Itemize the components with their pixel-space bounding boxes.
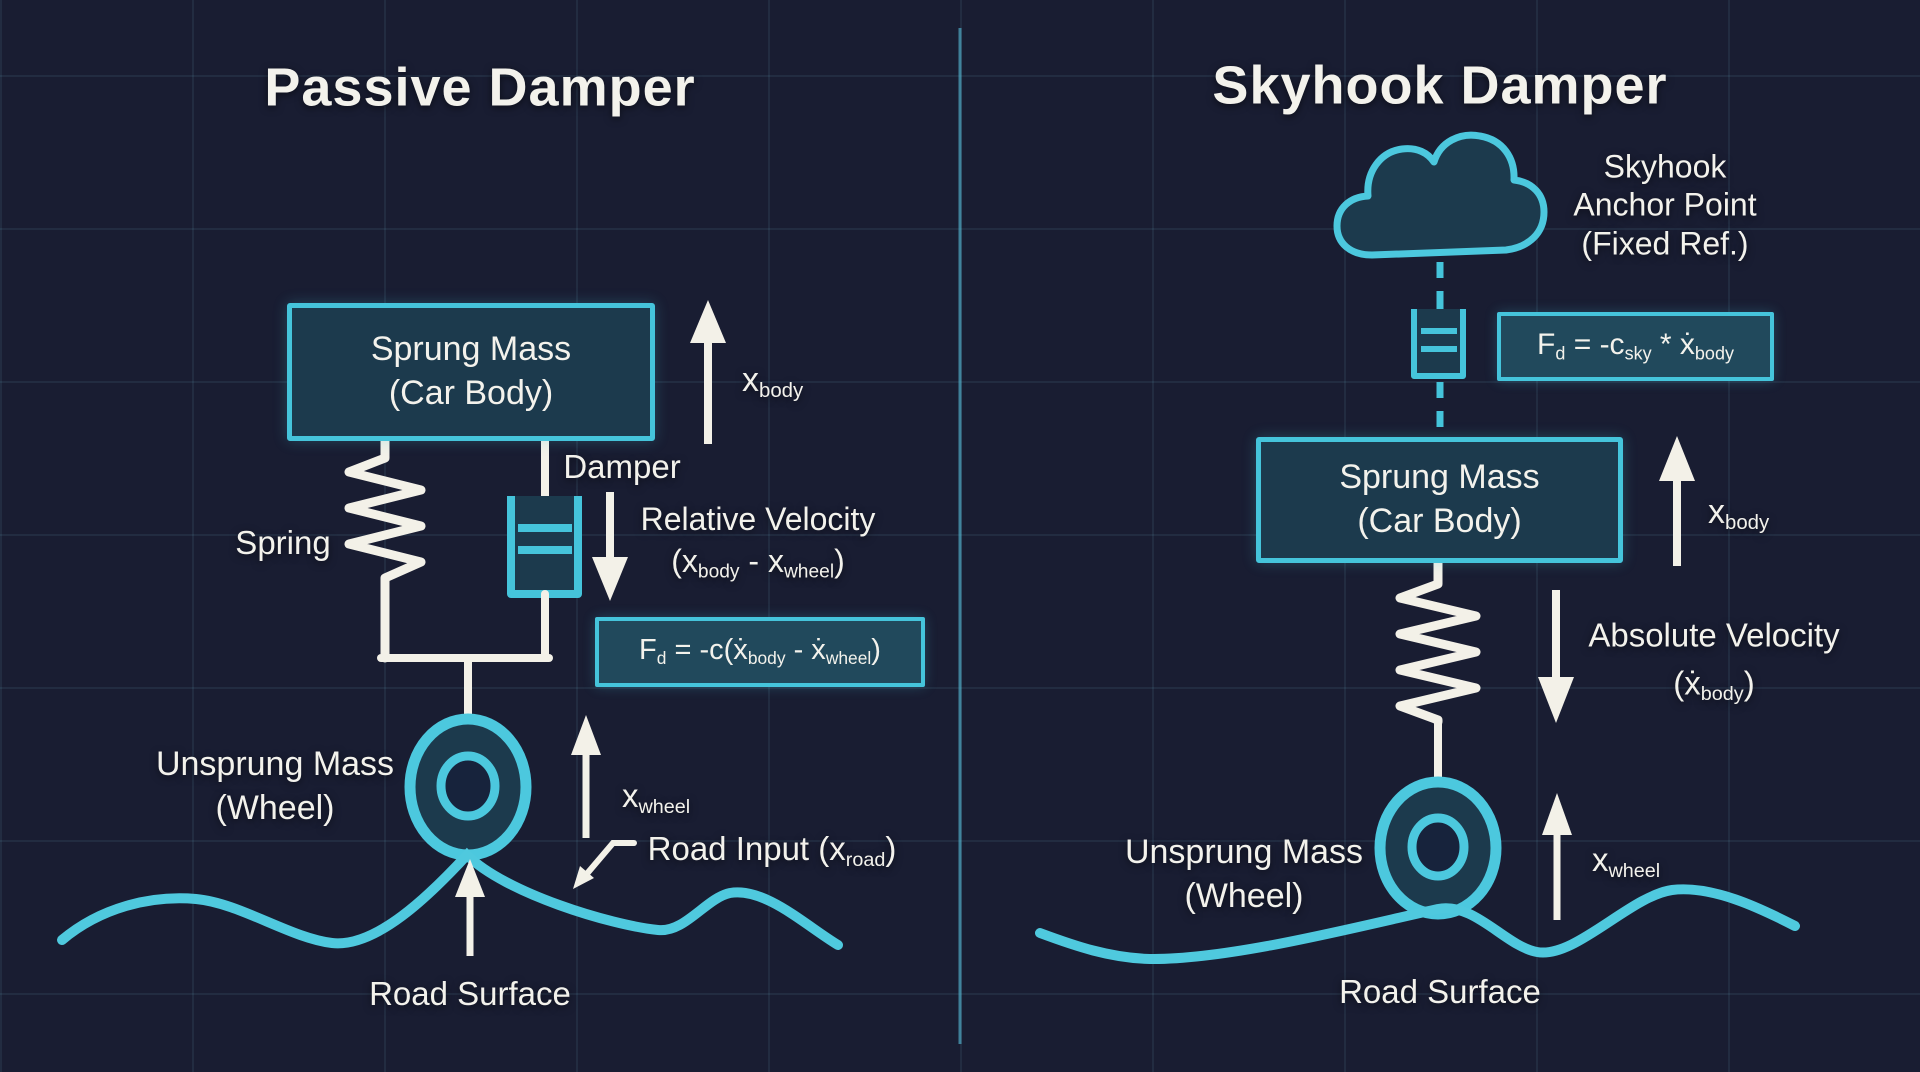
skyhook-anchor-line1: Skyhook [1603,148,1727,185]
x-body-label-left: xbody [742,361,804,403]
absolute-velocity-arrow [1538,590,1574,723]
passive-wheel-hub [436,751,500,821]
passive-sprung-mass-box: Sprung Mass (Car Body) [287,303,655,441]
skyhook-formula-box: Fd = -csky * ẋbody [1497,312,1774,381]
skyhook-formula-text: Fd = -csky * ẋbody [1537,328,1734,364]
passive-unsprung-line2: (Wheel) [215,789,335,827]
absolute-velocity-line2: (ẋbody) [1673,664,1755,706]
passive-formula-box: Fd = -c(ẋbody - ẋwheel) [595,617,925,687]
relative-velocity-label: Relative Velocity (xbody - xwheel) [641,499,876,585]
x-wheel-label-left: xwheel [622,777,691,818]
x-wheel-arrow-right [1542,793,1572,920]
spring-label: Spring [235,524,331,562]
relative-velocity-line2: (xbody - xwheel) [671,542,845,583]
skyhook-panel-title: Skyhook Damper [1212,55,1668,116]
x-body-arrow-right [1659,436,1695,566]
skyhook-damper-cup-fill [1414,309,1463,376]
passive-spring [344,436,426,663]
passive-sprung-mass-line2: (Car Body) [388,374,554,412]
passive-road-curve [57,847,843,950]
passive-damper-cup-fill [511,496,578,594]
skyhook-sprung-mass-box: Sprung Mass (Car Body) [1256,437,1623,563]
passive-formula-text: Fd = -c(ẋbody - ẋwheel) [639,634,881,669]
skyhook-spring [1395,558,1481,727]
skyhook-road-curve [1035,884,1800,965]
road-surface-label-right: Road Surface [1339,973,1541,1011]
skyhook-unsprung-mass-label: Unsprung Mass (Wheel) [1125,830,1363,918]
skyhook-cloud-icon [1333,131,1548,259]
x-wheel-label-right: xwheel [1592,841,1661,882]
skyhook-sprung-mass-line1: Sprung Mass [1339,458,1540,497]
skyhook-anchor-line3: (Fixed Ref.) [1581,225,1749,262]
skyhook-sprung-mass-line2: (Car Body) [1357,502,1522,540]
absolute-velocity-label: Absolute Velocity (ẋbody) [1588,611,1839,708]
skyhook-anchor-line2: Anchor Point [1573,186,1757,223]
skyhook-unsprung-line1: Unsprung Mass [1124,832,1364,871]
skyhook-damper-cup [1411,309,1466,379]
road-surface-arrow [455,859,485,956]
x-body-arrow-left [690,300,726,444]
x-body-label-right: xbody [1708,493,1770,535]
relative-velocity-arrow [592,492,628,601]
skyhook-wheel-hub [1407,813,1469,881]
skyhook-unsprung-line2: (Wheel) [1184,877,1304,915]
passive-unsprung-line1: Unsprung Mass [155,744,395,783]
skyhook-anchor-label: Skyhook Anchor Point (Fixed Ref.) [1573,147,1756,262]
road-input-arrow [573,840,637,889]
relative-velocity-line1: Relative Velocity [640,500,876,537]
passive-panel-title: Passive Damper [264,57,696,118]
x-wheel-arrow-left [571,715,601,838]
passive-unsprung-mass-label: Unsprung Mass (Wheel) [156,742,394,830]
damper-label: Damper [563,448,681,486]
road-surface-label-left: Road Surface [369,975,571,1013]
road-input-label: Road Input (xroad) [647,830,897,872]
absolute-velocity-line1: Absolute Velocity [1588,616,1840,654]
passive-sprung-mass-line1: Sprung Mass [370,330,572,369]
